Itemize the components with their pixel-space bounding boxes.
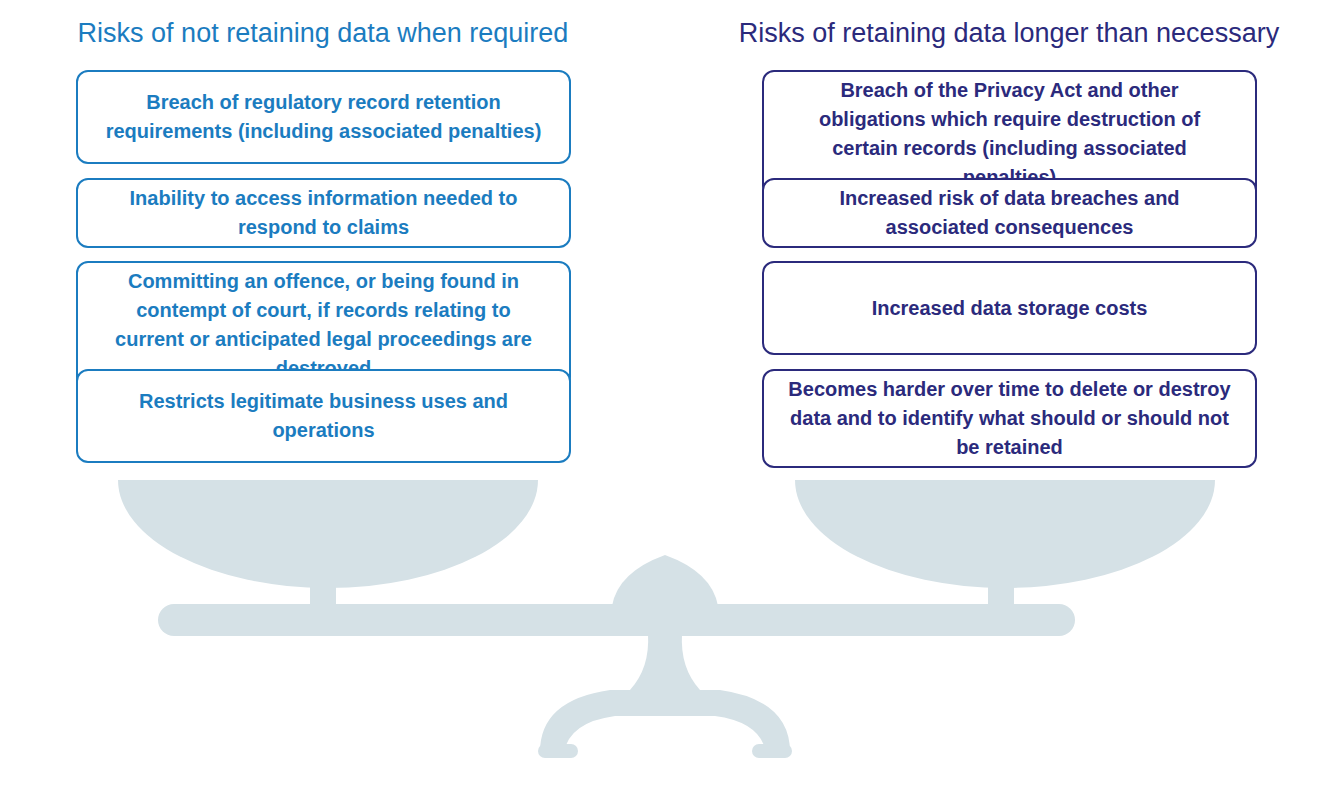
risk-text: Inability to access information needed t… xyxy=(100,184,547,242)
risk-box: Inability to access information needed t… xyxy=(76,178,571,248)
scale-foot xyxy=(752,744,792,758)
risk-text: Increased risk of data breaches and asso… xyxy=(786,184,1233,242)
risk-box: Becomes harder over time to delete or de… xyxy=(762,369,1257,468)
column-heading: Risks of not retaining data when require… xyxy=(78,16,569,50)
scale-pan xyxy=(795,480,1215,588)
risk-box: Increased data storage costs xyxy=(762,261,1257,355)
risk-text: Increased data storage costs xyxy=(872,294,1148,323)
scale-pan xyxy=(118,480,538,588)
risk-text: Restricts legitimate business uses and o… xyxy=(100,387,547,445)
risk-box: Restricts legitimate business uses and o… xyxy=(76,369,571,463)
scale-foot xyxy=(538,744,578,758)
risk-text: Breach of the Privacy Act and other obli… xyxy=(786,76,1233,192)
scale-beam xyxy=(158,604,1075,636)
risk-text: Committing an offence, or being found in… xyxy=(100,267,547,383)
risk-text: Becomes harder over time to delete or de… xyxy=(786,375,1233,462)
risk-box: Breach of regulatory record retention re… xyxy=(76,70,571,164)
scale-finial xyxy=(612,555,718,606)
column-heading: Risks of retaining data longer than nece… xyxy=(739,16,1279,50)
risk-text: Breach of regulatory record retention re… xyxy=(100,88,547,146)
scale-column xyxy=(630,634,700,690)
scale-base xyxy=(540,690,790,752)
risk-box: Increased risk of data breaches and asso… xyxy=(762,178,1257,248)
